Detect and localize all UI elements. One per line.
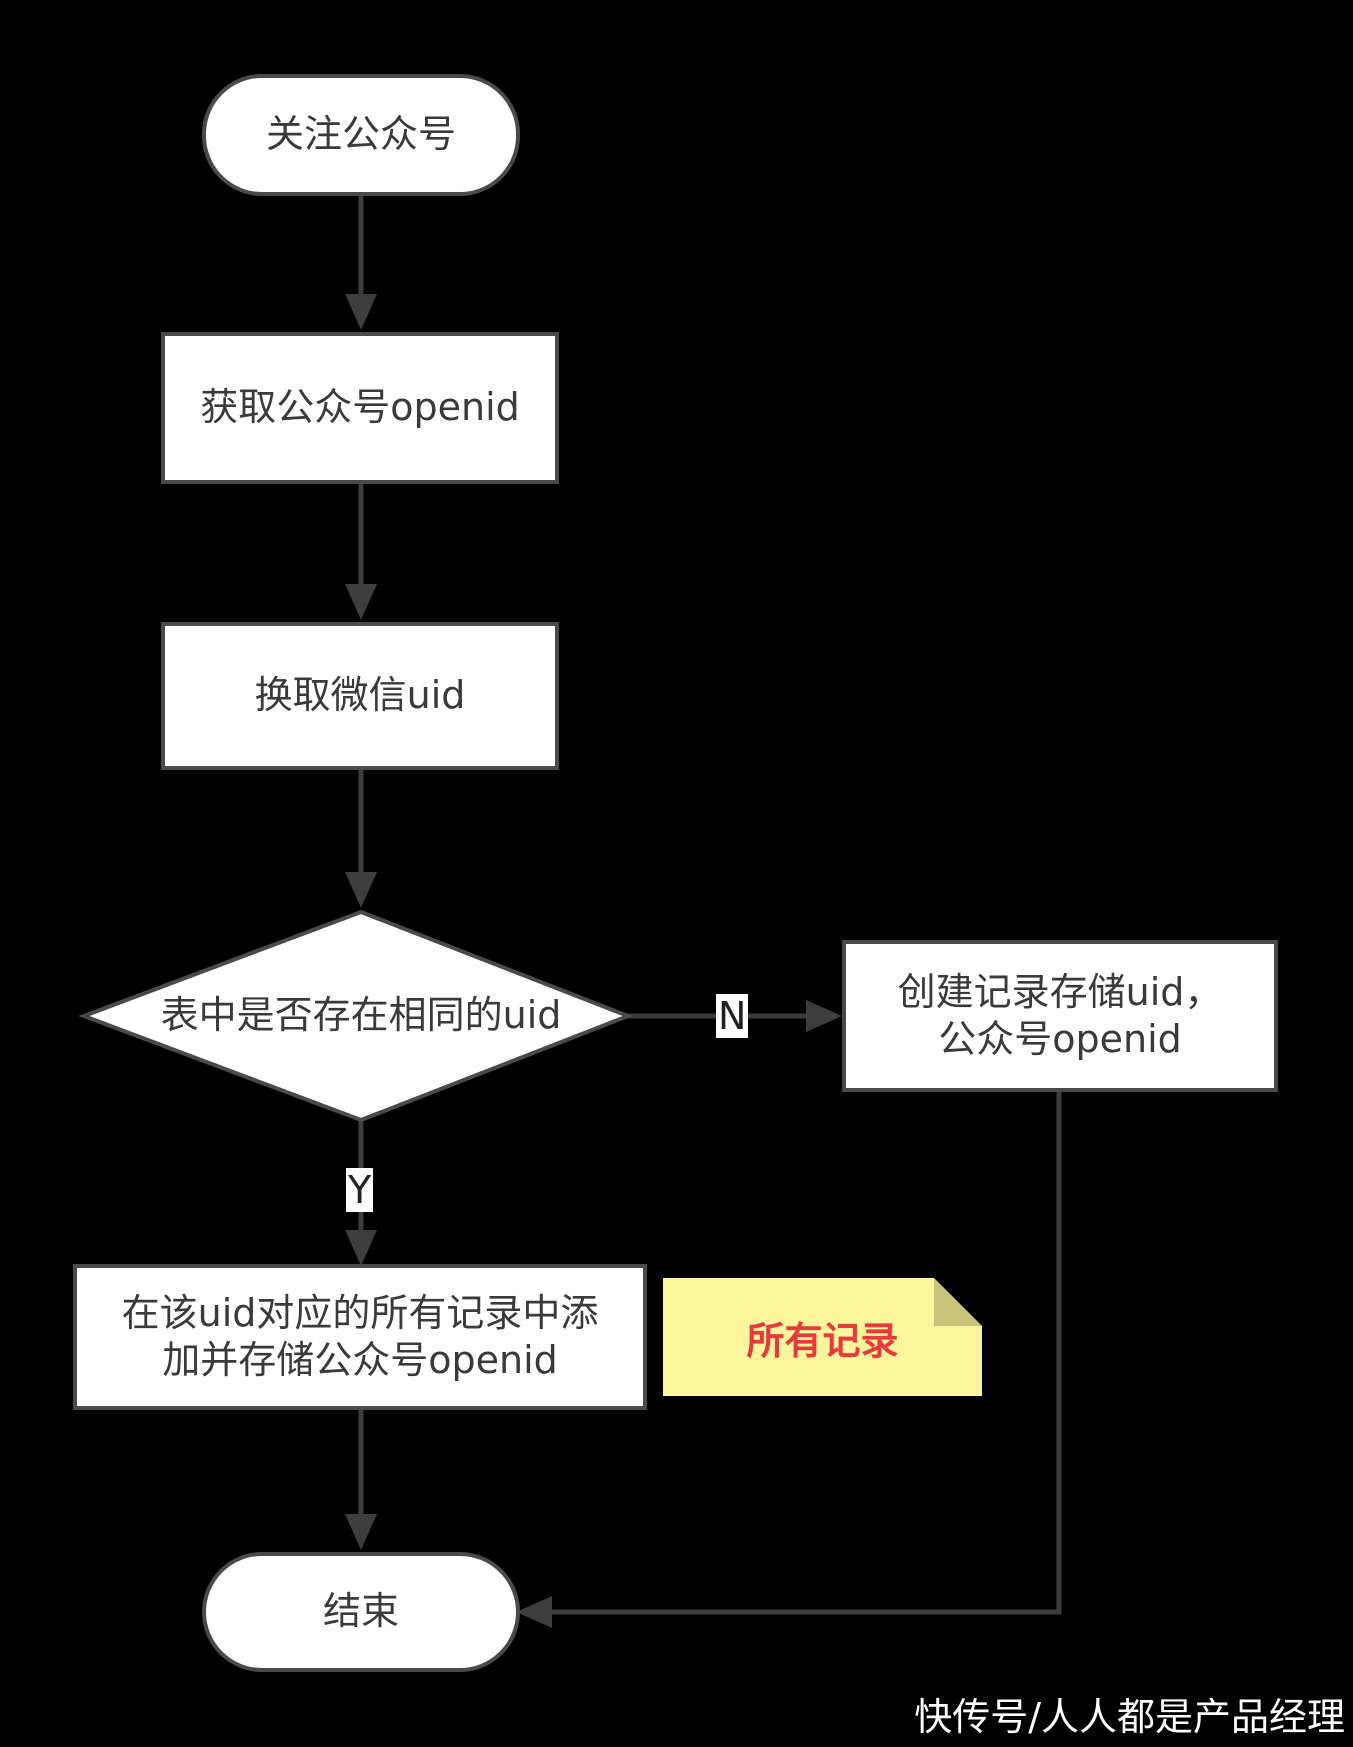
decision-diamond [78,909,634,1123]
yes-branch-label: Y [346,1168,374,1212]
arrowhead-decision-no [806,1000,842,1032]
get-openid-node: 获取公众号openid [161,332,559,484]
arrowhead-start-to-openid [345,294,377,330]
arrowhead-add-to-end [345,1514,377,1550]
start-node: 关注公众号 [202,74,520,196]
note-body [663,1278,982,1396]
no-branch-label: N [716,994,749,1038]
note-text: 所有记录 [746,1318,899,1363]
arrowhead-openid-to-uid [345,584,377,620]
arrowhead-create-to-end [516,1596,552,1628]
arrowhead-uid-to-decision [345,872,377,908]
arrowhead-decision-yes [345,1230,377,1266]
create-record-node: 创建记录存储uid，公众号openid [842,940,1278,1092]
end-node: 结束 [202,1552,520,1672]
decision-label: 表中是否存在相同的uid [160,993,562,1038]
get-uid-node: 换取微信uid [161,622,559,770]
edge-create-to-end [546,1092,1062,1615]
note-fold [934,1278,982,1326]
add-to-records-node: 在该uid对应的所有记录中添加并存储公众号openid [73,1264,647,1410]
watermark: 快传号/人人都是产品经理 [914,1695,1345,1739]
